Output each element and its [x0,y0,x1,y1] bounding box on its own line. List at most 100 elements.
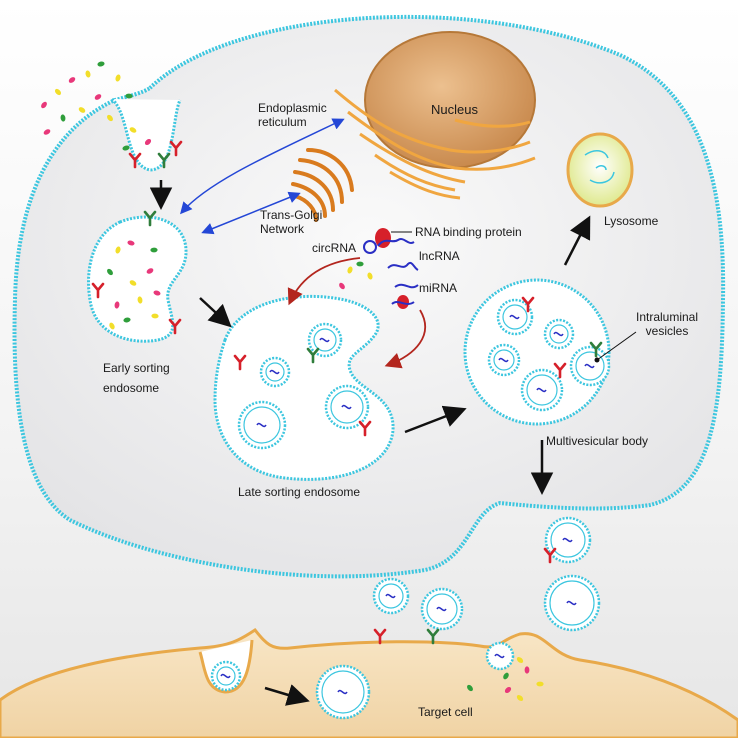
vesicle-inner-ring [493,349,515,371]
cargo-dot [367,272,373,280]
rna-legend-glyphs [363,228,419,309]
cargo-dot [109,322,115,330]
vesicle-inner-ring [550,522,586,558]
vesicle-rna [553,331,564,337]
cargo-dot [97,61,105,67]
cargo-dot [129,127,137,133]
receptor-icon [589,341,603,358]
cargo-dot [146,268,154,274]
cargo-dot [122,145,130,151]
cargo-dot [125,93,133,99]
label-ilv: Intraluminal vesicles [622,310,712,338]
cargo-dot [94,94,102,100]
label-golgi: Trans-Golgi Network [260,208,340,236]
vesicle-rna [220,673,231,679]
vesicle-inner-ring [265,362,285,382]
cargo-dot [68,77,76,83]
ilv-pointer-dot [594,357,600,363]
vesicle-inner-ring [330,390,364,424]
cargo-dot [127,240,135,246]
vesicle-inner-ring [243,406,281,444]
mirna-icon [394,283,419,289]
cargo-dot [153,290,161,296]
label-golgi-line1: Trans-Golgi [260,208,323,222]
arrow-early-to-late [199,297,232,328]
mirna-rbp-rna-icon [391,301,415,305]
label-early-endosome: Early sorting endosome [103,358,213,398]
label-golgi-line2: Network [260,222,305,236]
cargo-layer [41,61,603,701]
arrow-cargo-to-late [287,257,361,306]
cargo-dot [150,247,158,253]
label-nucleus: Nucleus [431,102,478,117]
label-mirna: miRNA [419,281,457,295]
arrow-late-to-mvb [404,405,467,434]
vesicle-inner-ring [378,583,404,609]
cargo-dot [467,684,473,692]
cargo-dot [536,681,544,687]
mirna-rbp-icon [397,295,409,309]
endocytic-bud [110,97,182,172]
cargo-dot [115,246,121,254]
rbp-icon [375,228,391,248]
cargo-dot [516,657,524,663]
label-early-line1: Early sorting [103,361,170,375]
cargo-dot [123,317,131,323]
cargo-dot [144,138,152,146]
cargo-dot [115,74,121,82]
label-lysosome: Lysosome [604,214,659,228]
vesicle-inner-ring [216,666,236,686]
receptor-icon [91,282,105,299]
circrna-icon [363,240,377,254]
vesicle-rna [385,593,396,599]
vesicle-rna [256,422,267,428]
cargo-dot [43,129,51,135]
receptor-icon [168,318,182,335]
vesicle-rna [269,369,280,375]
vesicle-rna [498,357,509,363]
vesicle-rna [319,337,330,343]
arrow-golgi-to-early [201,191,301,235]
rbp-rna-icon [377,238,415,247]
cargo-dot [503,672,509,680]
arrows [149,118,591,706]
cargo-dot [107,268,113,276]
ilv-pointer [596,331,637,361]
arrow-cargo-to-late-2 [384,309,426,369]
label-er-line1: Endoplasmic [258,101,327,115]
cargo-dot [41,101,47,109]
label-er: Endoplasmic reticulum [258,101,348,129]
cargo-dot [151,313,159,319]
cargo-dot [516,695,524,701]
receptor-icon [143,210,157,227]
cargo-dot [85,70,91,78]
cargo-dot [60,114,66,122]
cargo-dot [504,686,512,694]
vesicle-rna [562,537,573,543]
lncrna-icon [387,261,419,271]
vesicle-rna [337,689,348,695]
vesicle-inner-ring [526,374,558,406]
receptor-icon [543,547,557,564]
cargo-dot [356,261,364,267]
label-ilv-line2: vesicles [645,324,689,338]
label-rbp: RNA binding protein [415,225,522,239]
receptor-icon [358,420,372,437]
label-circrna: circRNA [312,241,356,255]
cargo-dot [347,266,353,274]
lysosome-shape [566,132,634,208]
vesicle-inner-ring [313,328,337,352]
cargo-dot [129,280,137,286]
vesicle-inner-ring [549,580,595,626]
arrow-er-to-early [180,118,345,215]
label-er-line2: reticulum [258,115,307,129]
vesicle-rna [341,404,352,410]
label-early-line2: endosome [103,381,160,395]
vesicle-rna [494,653,505,659]
arrow-mvb-to-lysosome [563,215,591,266]
vesicle-inner-ring [502,304,528,330]
receptor-icon [233,354,247,371]
label-ilv-line1: Intraluminal [635,310,699,324]
